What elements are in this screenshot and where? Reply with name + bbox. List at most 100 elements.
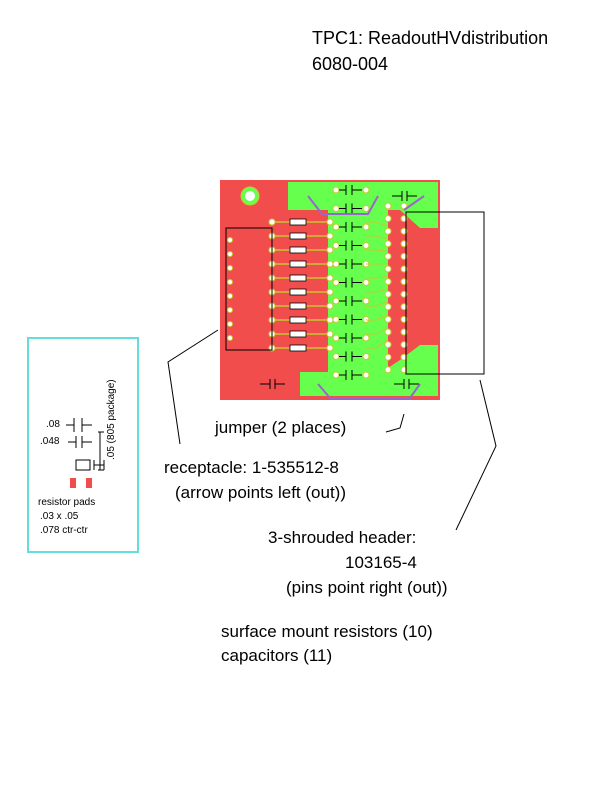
resistor: [289, 246, 307, 254]
fan-trace: [366, 288, 389, 293]
capacitor-pin-left: [332, 371, 340, 379]
capacitor-pin-left: [332, 242, 340, 249]
resistor: [289, 330, 307, 338]
capacitor-pin-right: [362, 371, 370, 379]
resistor-pad-right: [86, 478, 92, 488]
label-jumper: jumper (2 places): [215, 418, 347, 437]
receptacle-pin: [227, 237, 233, 243]
resistor-pad-left: [70, 478, 76, 488]
resistor: [289, 218, 307, 226]
resistor-pin-right: [326, 232, 334, 240]
inset-dim-048: .048: [40, 436, 60, 447]
fan-trace: [366, 326, 389, 335]
receptacle-outline: [225, 227, 273, 351]
header-pin: [384, 265, 392, 273]
label-header-2: 103165-4: [345, 553, 417, 572]
fan-trace: [366, 249, 389, 252]
resistor-pin-left: [268, 218, 276, 226]
resistor: [289, 344, 307, 352]
capacitor-pin-left: [332, 223, 340, 231]
capacitor-pin-left: [332, 205, 340, 212]
header-pin: [384, 315, 392, 323]
inset-pad-size: .03 x .05: [40, 511, 79, 522]
header-pin: [384, 353, 392, 361]
header-pin: [384, 328, 392, 336]
receptacle-pin: [227, 307, 233, 313]
capacitor-pin-right: [362, 334, 370, 342]
fan-trace: [366, 235, 389, 240]
resistor-pin-right: [326, 344, 334, 352]
capacitor-pin-right: [362, 297, 370, 305]
header-pin: [384, 366, 392, 374]
header-pin: [384, 240, 392, 248]
capacitor-pin-left: [332, 334, 340, 342]
capacitor-pin-left: [332, 279, 340, 286]
resistor-pin-right: [326, 302, 334, 310]
jumper-top: [307, 195, 379, 215]
label-receptacle-2: (arrow points left (out)): [175, 483, 346, 502]
leader-header: [455, 379, 497, 531]
label-header-3: (pins point right (out)): [286, 578, 448, 597]
resistor-pin-right: [326, 316, 334, 324]
fan-traces: [366, 221, 389, 349]
resistor: [289, 302, 307, 310]
capacitor-pin-right: [362, 242, 370, 249]
title-line-2: 6080-004: [312, 54, 389, 74]
resistor-pin-right: [326, 218, 334, 226]
receptacle-pin: [227, 321, 233, 327]
header-pin: [384, 278, 392, 286]
header-pin: [384, 341, 392, 349]
inset-pad-spacing: .078 ctr-ctr: [40, 525, 88, 536]
resistor-pin-right: [326, 260, 334, 268]
label-capacitors: capacitors (11): [221, 646, 333, 665]
resistor: [289, 316, 307, 324]
fan-trace: [366, 313, 389, 321]
inset-dimension-drawing: [66, 418, 105, 471]
header-pin: [384, 290, 392, 298]
capacitor-pin-left: [332, 297, 340, 305]
receptacle-pin: [227, 293, 233, 299]
jumper-top-right: [403, 195, 425, 211]
capacitor-pin-left: [332, 260, 340, 268]
title-line-1: TPC1: ReadoutHVdistribution: [312, 28, 549, 48]
label-receptacle-1: receptacle: 1-535512-8: [164, 458, 339, 477]
capacitor-pin-left: [332, 186, 340, 194]
fan-trace: [366, 275, 389, 279]
header-pin: [384, 215, 392, 223]
resistor: [289, 260, 307, 268]
leader-receptacle: [167, 329, 219, 445]
receptacle-pin: [227, 251, 233, 257]
inset-resistor-pads: resistor pads: [38, 497, 96, 508]
capacitor-pin-right: [362, 353, 370, 360]
resistor-pin-right: [326, 246, 334, 254]
receptacle-pin: [227, 279, 233, 285]
label-header-1: 3-shrouded header:: [268, 528, 417, 547]
capacitor-pin-right: [362, 223, 370, 231]
fan-trace: [366, 221, 389, 227]
header-pin: [384, 303, 392, 311]
fan-trace: [366, 338, 389, 349]
label-resistors: surface mount resistors (10): [221, 622, 433, 641]
header-pin: [384, 227, 392, 235]
capacitor-pin-left: [332, 353, 340, 360]
inset-dim-08: .08: [46, 419, 60, 430]
inset-box: [27, 337, 139, 553]
resistor-pin-right: [326, 274, 334, 282]
resistor: [289, 274, 307, 282]
resistor: [289, 232, 307, 240]
receptacle-pin: [227, 335, 233, 341]
mounting-hole: [240, 186, 260, 206]
jumper-bottom: [317, 383, 421, 399]
capacitor-pin-left: [332, 316, 340, 323]
fan-trace: [366, 301, 389, 307]
inset-dim-05: .05 (805 package): [106, 379, 117, 460]
header-pin: [384, 202, 392, 210]
capacitor-array: [260, 185, 419, 389]
resistor-pin-right: [326, 330, 334, 338]
resistor: [289, 288, 307, 296]
header-pin: [384, 252, 392, 260]
capacitor-pin-right: [362, 205, 370, 212]
pin-array: [227, 202, 408, 374]
resistor-pin-right: [326, 288, 334, 296]
